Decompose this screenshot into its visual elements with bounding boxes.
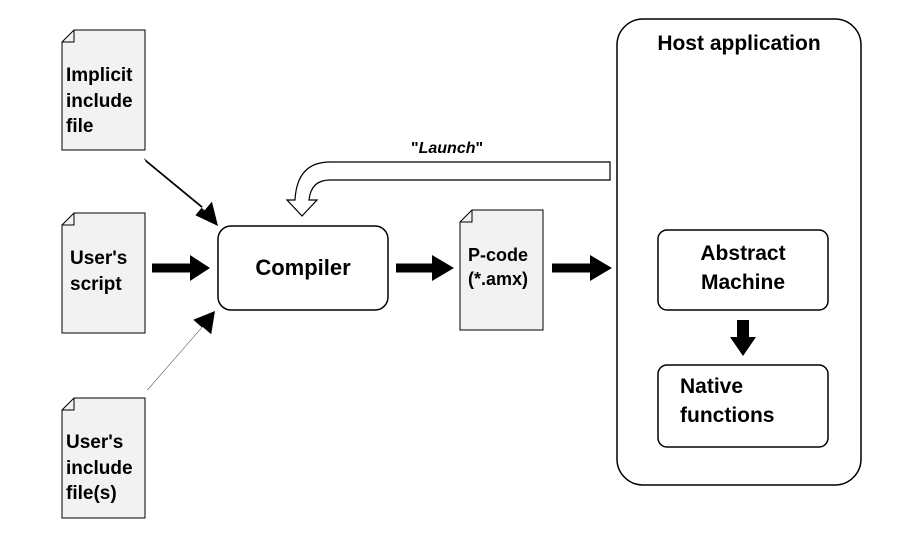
users-include-files-label: User's include file(s) <box>66 432 133 505</box>
users-script-to-compiler-arrow <box>152 255 210 281</box>
users-script-label: User's script <box>70 248 128 295</box>
users-script-fold <box>62 213 75 226</box>
abstract-machine-box <box>657 229 829 311</box>
native-functions-box <box>657 364 829 448</box>
launch-word: Launch <box>418 140 476 157</box>
users-include-files-fold <box>62 398 75 411</box>
pcode-to-host-arrow <box>552 255 612 281</box>
abstract-machine-label: Abstract Machine <box>700 242 786 295</box>
implicit-include-file-label: Implicit include file <box>66 65 133 138</box>
compiler-box <box>217 225 389 311</box>
compiler-label: Compiler <box>255 255 351 280</box>
launch-arrow <box>285 161 611 217</box>
native-functions-label: Native functions <box>680 375 775 428</box>
implicit-include-file-fold <box>62 30 75 43</box>
host-application-title: Host application <box>657 32 821 55</box>
users-include-to-compiler-arrow <box>146 311 215 391</box>
users-include-files-document <box>61 397 146 519</box>
pcode-fold <box>460 210 473 223</box>
abstract-machine-to-native-arrow <box>730 320 756 356</box>
implicit-include-file-document <box>61 29 146 151</box>
launch-close-quote: " <box>475 140 484 157</box>
pcode-label: P-code (*.amx) <box>468 245 529 290</box>
launch-label: "Launch" <box>411 141 483 157</box>
implicit-include-to-compiler-arrow <box>143 158 218 226</box>
launch-open-quote: " <box>411 140 419 157</box>
pcode-document <box>459 209 544 331</box>
users-script-document <box>61 212 146 334</box>
compiler-to-pcode-arrow <box>396 255 454 281</box>
